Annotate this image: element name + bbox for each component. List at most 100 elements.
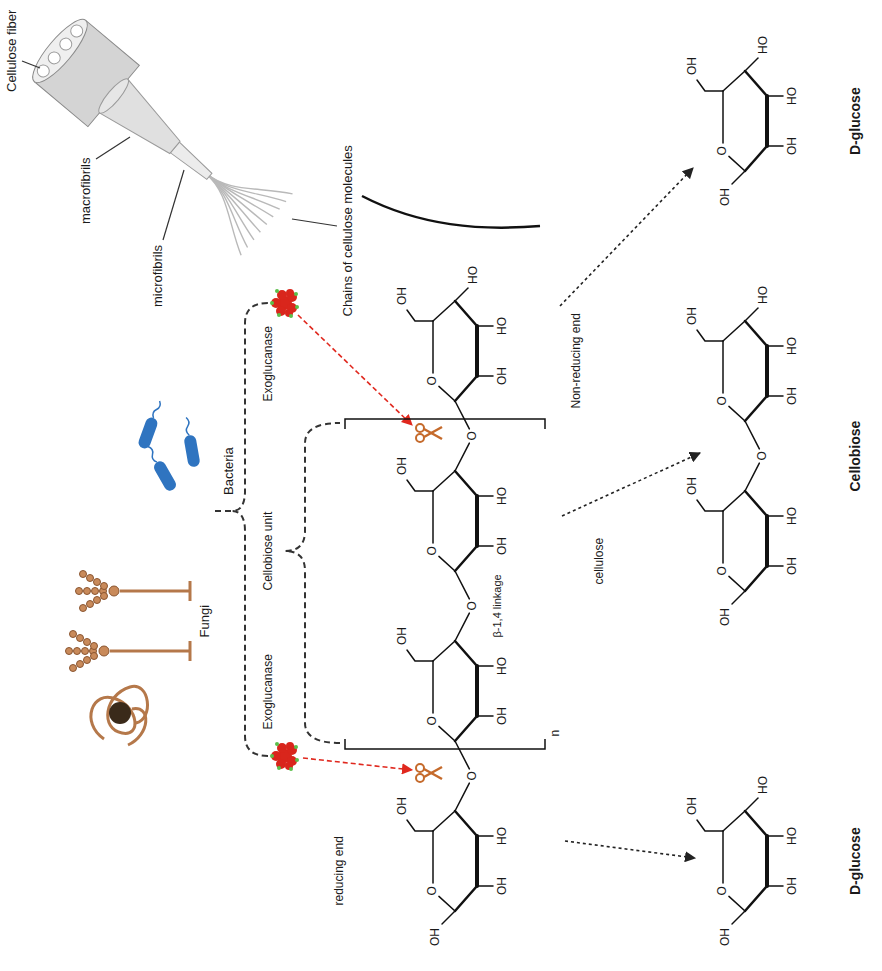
atom-label: HO <box>467 266 481 284</box>
bond-line <box>745 491 767 516</box>
atom-label: HO <box>786 87 800 105</box>
bond-line <box>697 500 723 511</box>
bacteria-illustration <box>184 417 191 435</box>
enzyme-blob <box>271 289 297 317</box>
bond-line <box>767 145 783 147</box>
bond-line <box>475 496 479 546</box>
atom-label: O <box>466 771 480 780</box>
bond-line <box>745 798 758 811</box>
bond-line <box>433 301 455 321</box>
bond-line <box>745 811 767 836</box>
enzyme-blob <box>275 289 279 293</box>
fungal-spores <box>101 593 108 600</box>
atom-label: HO <box>786 827 800 845</box>
fiber-face <box>95 75 132 116</box>
atom-label: OH <box>686 57 700 75</box>
bond-line <box>477 545 493 547</box>
atom-label: O <box>716 146 730 155</box>
bond-line <box>723 491 745 511</box>
fungal-spores <box>94 579 101 586</box>
scissors-symbol <box>424 427 442 437</box>
enzyme-blob <box>270 289 299 318</box>
atom-label: OH <box>786 557 800 575</box>
scissors-symbol <box>424 767 442 777</box>
bond-line <box>765 346 769 396</box>
bond-line <box>477 665 493 667</box>
fungal-spores <box>84 588 91 595</box>
part-label: microfibrils <box>151 245 166 307</box>
molecular-bonds <box>407 58 783 924</box>
atom-label: OH <box>396 627 410 645</box>
atom-label: O <box>426 886 440 895</box>
bond-line <box>723 71 745 91</box>
enzyme-blob <box>286 742 294 750</box>
leader-lines <box>22 61 40 68</box>
bond-line <box>745 886 767 911</box>
fungi-illustration <box>110 650 190 653</box>
product-label: D-glucose <box>847 87 863 155</box>
fibril-bundle <box>35 62 52 79</box>
polymer-label: cellulose <box>593 538 607 585</box>
atom-label: HO <box>496 317 510 335</box>
bond-line <box>407 310 433 321</box>
fungi-illustration <box>91 581 190 745</box>
cellulose-strands <box>186 173 267 247</box>
bond-line <box>767 345 783 347</box>
enzyme-label: Exoglucanase <box>262 326 276 401</box>
atom-label: OH <box>719 188 733 206</box>
fungal-spores <box>91 643 98 650</box>
atom-label: O <box>426 546 440 555</box>
atom-label: OH <box>686 307 700 325</box>
bond-line <box>477 885 493 887</box>
bacteria-illustration <box>180 416 201 467</box>
bond-line <box>477 375 493 377</box>
fungal-spores <box>77 635 84 642</box>
bond-line <box>439 726 455 741</box>
atom-label: O <box>716 396 730 405</box>
cellulose-strands <box>199 173 267 232</box>
enzyme-blob <box>289 767 293 771</box>
bond-line <box>732 591 745 604</box>
cut-arrow <box>303 758 412 770</box>
repeat-bracket <box>345 419 545 429</box>
bond-line <box>697 80 723 91</box>
enzyme-blob <box>289 314 293 318</box>
enzyme-label: Exoglucanase <box>262 654 276 729</box>
fibril-bundle <box>46 49 63 66</box>
bond-line <box>439 556 455 571</box>
cellulose-strands <box>180 173 267 255</box>
bond-line <box>433 811 455 831</box>
organism-label: Fungi <box>198 605 213 638</box>
cellulose-fiber-illustration <box>25 13 292 256</box>
fungal-spores <box>82 648 89 655</box>
enzyme-blob <box>294 292 298 296</box>
bond-line <box>432 491 434 543</box>
bond-line <box>432 831 434 883</box>
bond-line <box>475 666 479 716</box>
bond-line <box>455 301 477 326</box>
bond-line <box>455 443 469 471</box>
atom-label: OH <box>429 928 443 946</box>
bond-line <box>745 146 767 171</box>
atom-label: OH <box>496 877 510 895</box>
fungal-spores <box>66 648 73 655</box>
bond-line <box>407 480 433 491</box>
bond-line <box>745 421 759 449</box>
product-arrows <box>562 453 700 516</box>
cellulose-strands <box>206 142 293 224</box>
bond-line <box>745 58 758 71</box>
atom-label: O <box>756 451 770 460</box>
bond-line <box>407 650 433 661</box>
fungal-spores <box>80 605 87 612</box>
bond-line <box>455 886 477 911</box>
bond-line <box>767 95 783 97</box>
bond-line <box>455 571 469 599</box>
end-label: Non-reducing end <box>570 313 584 408</box>
organism-label: Bacteria <box>222 447 237 495</box>
enzyme-blob <box>270 754 274 758</box>
bacteria-illustration <box>137 399 201 493</box>
enzyme-blob <box>277 313 281 317</box>
enzyme-blob <box>295 305 299 309</box>
